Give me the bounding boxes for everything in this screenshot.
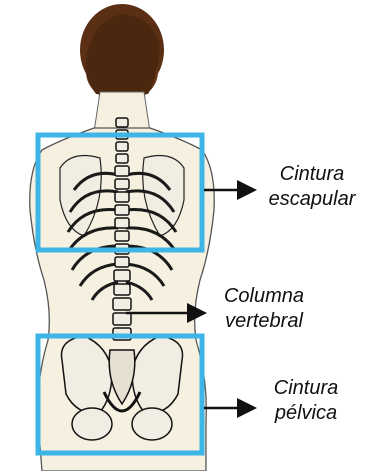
pelvic-label-line-2: pélvica <box>256 401 356 426</box>
scapular-girdle-label: Cintura escapular <box>258 162 366 212</box>
scapular-label-line-1: Cintura <box>258 162 366 187</box>
head <box>80 4 164 102</box>
scapular-label-line-2: escapular <box>258 187 366 212</box>
pelvic-girdle-label: Cintura pélvica <box>256 376 356 426</box>
vertebral-label-line-2: vertebral <box>206 309 322 334</box>
vertebral-column-label: Columna vertebral <box>206 284 322 334</box>
vertebral-label-line-1: Columna <box>206 284 322 309</box>
pelvic-label-line-1: Cintura <box>256 376 356 401</box>
